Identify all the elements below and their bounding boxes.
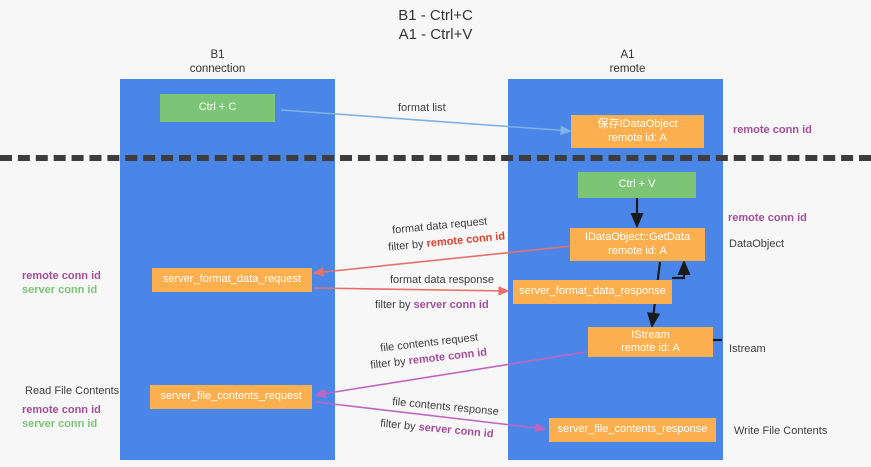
node-istream[interactable]: IStream remote id: A [588,327,713,357]
node-save-idataobject-line2: remote id: A [608,131,667,144]
node-server-format-data-response[interactable]: server_format_data_response [513,280,672,304]
column-header-a1-name: A1 [620,49,635,61]
annotation-left-server-conn-id-mid: server conn id [22,284,98,296]
node-ctrl-c[interactable]: Ctrl + C [160,94,275,122]
annotation-istream: Istream [729,343,766,355]
node-server-format-data-request-label: server_format_data_request [162,273,302,286]
column-header-a1-sub: remote [609,63,646,75]
annotation-remote-conn-id-top: remote conn id [733,124,812,136]
node-server-file-contents-response[interactable]: server_file_contents_response [549,418,716,442]
filter-key-server-conn-id: server conn id [413,299,489,311]
node-server-file-contents-request[interactable]: server_file_contents_request [150,385,312,409]
column-header-b1: B1 connection [150,48,285,76]
filter-prefix: filter by [379,417,420,434]
annotation-read-file-contents: Read File Contents [25,385,120,397]
node-idataobject-getdata[interactable]: IDataObject::GetData remote id: A [570,228,705,261]
node-save-idataobject-line1: 保存IDataObject [597,118,678,130]
annotation-dataobject: DataObject [729,238,785,250]
node-ctrl-c-label: Ctrl + C [198,101,237,114]
annotation-write-file-contents: Write File Contents [734,425,828,437]
node-ctrl-v[interactable]: Ctrl + V [578,172,696,198]
node-save-idataobject[interactable]: 保存IDataObject remote id: A [571,115,704,148]
edge-label-file-contents-response-filter: filter by server conn id [380,417,495,442]
column-header-b1-name: B1 [210,49,225,61]
node-server-format-data-request[interactable]: server_format_data_request [152,268,312,292]
page-title: B1 - Ctrl+C A1 - Ctrl+V [0,6,871,44]
title-line-2: A1 - Ctrl+V [398,26,473,43]
node-server-format-data-response-label: server_format_data_response [519,285,666,298]
annotation-left-remote-conn-id-bot: remote conn id [22,404,101,416]
node-istream-line1: IStream [631,328,670,341]
title-line-1: B1 - Ctrl+C [398,7,473,24]
filter-prefix: filter by [369,355,410,372]
node-getdata-line2: remote id: A [608,244,667,257]
annotation-remote-conn-id-mid: remote conn id [728,212,807,224]
edge-label-format-data-response-filter: filter by server conn id [375,298,489,312]
filter-key-server-conn-id: server conn id [418,421,495,441]
edge-label-format-list: format list [398,102,446,114]
filter-prefix: filter by [387,237,428,254]
column-header-b1-sub: connection [189,63,246,75]
annotation-left-server-conn-id-bot: server conn id [22,418,98,430]
edge-label-file-contents-response: file contents response [391,395,500,419]
node-getdata-line1: IDataObject::GetData [584,231,691,243]
node-server-file-contents-response-label: server_file_contents_response [557,423,708,436]
column-header-a1: A1 remote [560,48,695,76]
arrow-format-data-response [313,286,510,296]
node-istream-line2: remote id: A [621,342,680,354]
node-ctrl-v-label: Ctrl + V [618,178,656,191]
node-server-file-contents-request-label: server_file_contents_request [160,390,302,403]
filter-prefix: filter by [375,299,414,311]
filter-key-remote-conn-id: remote conn id [426,230,506,250]
annotation-left-remote-conn-id-mid: remote conn id [22,270,101,282]
edge-label-format-data-response: format data response [390,274,494,286]
phase-divider [0,155,871,161]
